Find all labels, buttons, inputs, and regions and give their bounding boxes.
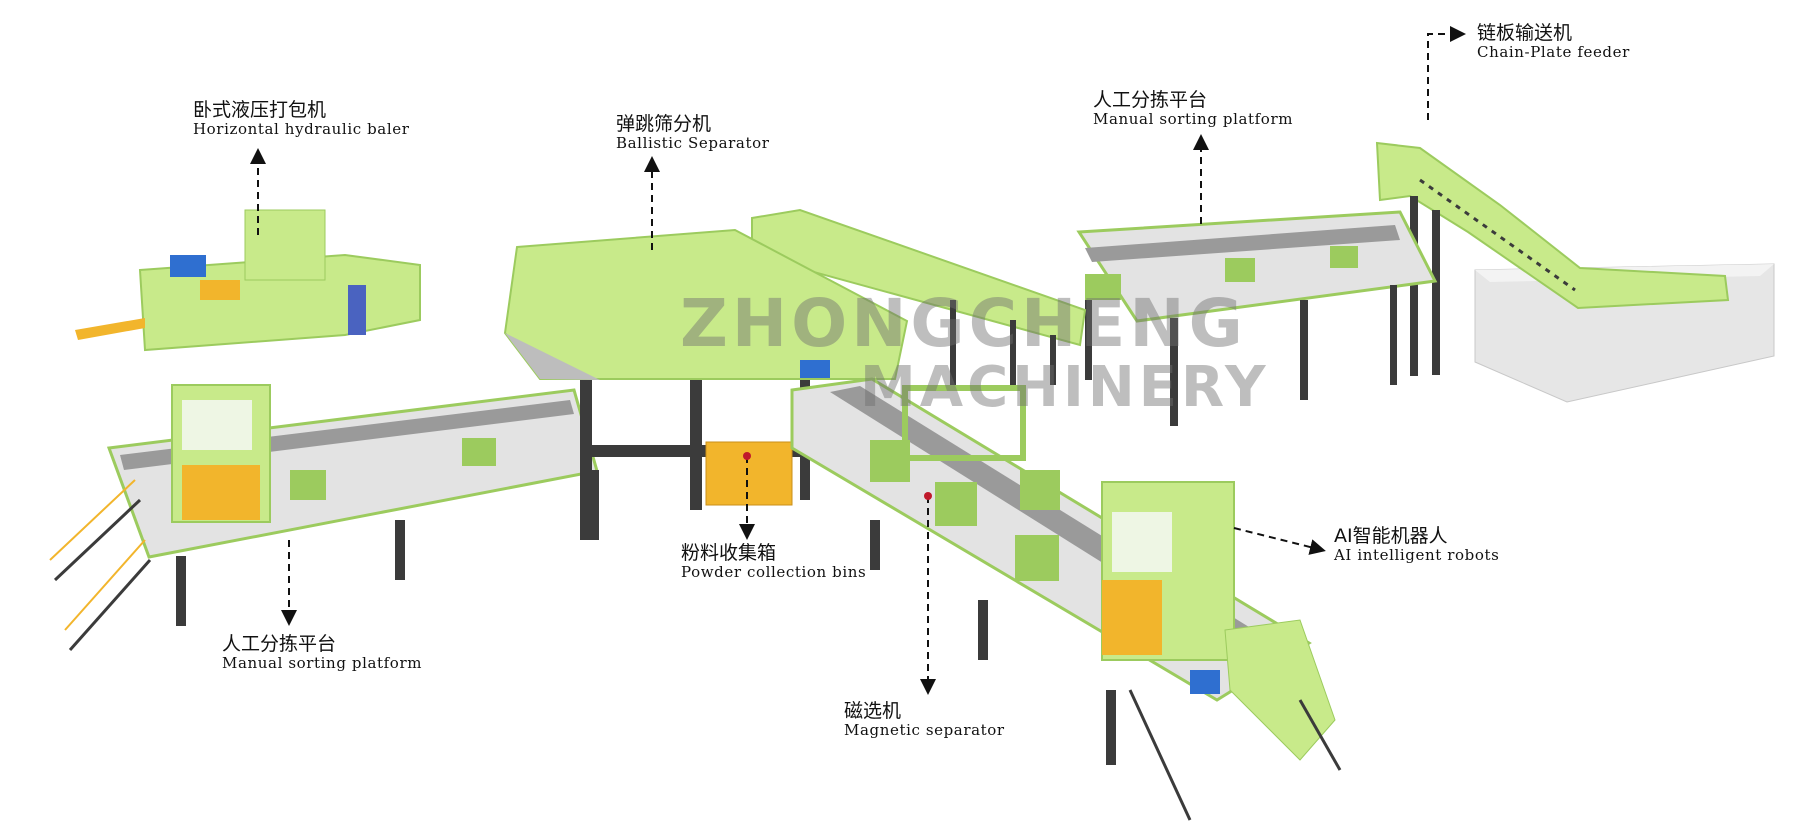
label-manual-top: 人工分拣平台 Manual sorting platform	[1093, 90, 1293, 127]
label-en: AI intelligent robots	[1334, 545, 1500, 564]
magnetic-ai-platform	[790, 377, 1342, 821]
label-en: Powder collection bins	[681, 562, 867, 581]
label-magnetic: 磁选机 Magnetic separator	[844, 701, 1005, 738]
chain-plate-feeder	[1375, 141, 1730, 376]
label-zh: 人工分拣平台	[222, 633, 337, 655]
label-baler: 卧式液压打包机 Horizontal hydraulic baler	[193, 100, 409, 137]
label-ballistic: 弹跳筛分机 Ballistic Separator	[616, 114, 770, 151]
label-manual-bottom: 人工分拣平台 Manual sorting platform	[222, 634, 422, 671]
watermark-line1: ZHONGCHENG	[680, 285, 1247, 362]
label-en: Ballistic Separator	[616, 133, 770, 152]
label-ai-robots: AI智能机器人 AI intelligent robots	[1334, 526, 1499, 563]
manual-sorting-platform-left	[49, 384, 599, 651]
label-en: Manual sorting platform	[1093, 109, 1294, 128]
manual-sorting-platform-top	[1076, 210, 1438, 426]
label-zh: AI智能机器人	[1334, 525, 1448, 547]
label-zh: 链板输送机	[1477, 22, 1573, 44]
label-powder-bins: 粉料收集箱 Powder collection bins	[681, 543, 866, 580]
ballistic-separator	[503, 228, 909, 540]
label-en: Chain-Plate feeder	[1477, 42, 1630, 61]
label-zh: 卧式液压打包机	[193, 99, 327, 121]
label-zh: 人工分拣平台	[1093, 89, 1208, 111]
label-en: Magnetic separator	[844, 720, 1005, 739]
ai-leader	[1233, 527, 1326, 555]
label-en: Manual sorting platform	[222, 653, 423, 672]
watermark-line2: MACHINERY	[860, 355, 1270, 420]
horizontal-baler	[75, 209, 421, 352]
label-zh: 磁选机	[844, 700, 902, 722]
label-zh: 弹跳筛分机	[616, 113, 712, 135]
label-chain-plate: 链板输送机 Chain-Plate feeder	[1477, 23, 1630, 60]
label-zh: 粉料收集箱	[681, 542, 777, 564]
label-en: Horizontal hydraulic baler	[193, 119, 410, 138]
leader-lines	[250, 26, 1466, 695]
chain-plate-leader	[1427, 26, 1466, 120]
